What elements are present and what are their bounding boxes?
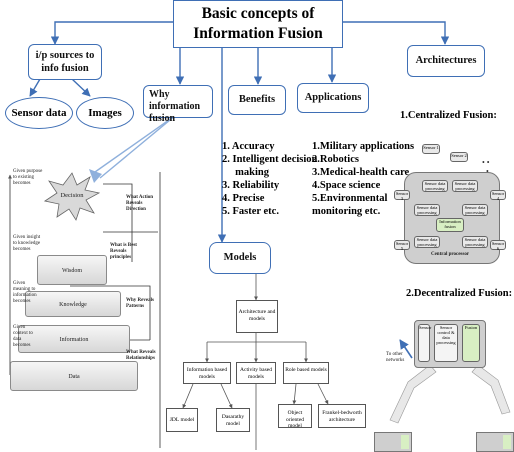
left-note: Given insight to knowledge becomes <box>13 235 41 252</box>
right-note: What is Best Reveals principles <box>110 243 137 260</box>
sensor-node: Sensor 4 <box>490 190 506 201</box>
benefits-box: Benefits <box>228 85 286 115</box>
decentral-processing: Sensor control & data processing <box>434 324 458 362</box>
applications-label: Applications <box>304 92 362 103</box>
sensor-node: Sensor 2 <box>450 152 468 162</box>
benefit-item: 1. Accuracy <box>222 141 275 152</box>
fusion-node: Information fusion <box>436 218 464 232</box>
layer-knowledge-label: Knowledge <box>59 302 87 308</box>
layer-information: Information <box>18 325 130 353</box>
applications-list: 1.Military applications 2.Robotics 3.Med… <box>312 140 414 218</box>
model-child: Activity based models <box>236 362 276 384</box>
sensor-data-label: Sensor data <box>11 107 67 119</box>
processing-node: Sensor data processing <box>414 204 440 216</box>
title-box: Basic concepts of Information Fusion <box>173 0 343 48</box>
application-item: 3.Medical-health care <box>312 167 410 178</box>
application-item: 5.Environmental <box>312 193 388 204</box>
centralized-diagram: Sensor 1 Sensor 2 Sensor 3 Sensor 4 Sens… <box>394 142 506 270</box>
model-leaf: JDL model <box>166 408 198 432</box>
model-leaf: Dasarathy model <box>216 408 250 432</box>
sensor-node: Sensor 1 <box>422 144 440 154</box>
other-networks-label: To other networks <box>386 352 405 363</box>
benefits-label: Benefits <box>238 94 276 105</box>
application-item: monitoring etc. <box>312 206 381 217</box>
layer-data-label: Data <box>68 374 80 380</box>
decentral-bottom-right <box>476 432 514 452</box>
centralized-heading: 1.Centralized Fusion: <box>400 110 497 121</box>
left-note: Given purpose to existing becomes <box>13 169 43 186</box>
processing-node: Sensor data processing <box>414 236 440 248</box>
layer-information-label: Information <box>59 337 89 343</box>
application-item: 2.Robotics <box>312 154 359 165</box>
processing-node: Sensor data processing <box>452 180 478 192</box>
left-note: Given meaning to information becomes <box>13 281 37 304</box>
why-fusion-label: Why information fusion <box>149 89 201 124</box>
model-child: Role based models <box>283 362 329 384</box>
architectures-label: Architectures <box>415 55 477 66</box>
model-root: Architecture and models <box>236 300 278 333</box>
images-oval: Images <box>76 97 134 129</box>
application-item: 4.Space science <box>312 180 381 191</box>
title-line-2: Information Fusion <box>193 25 323 42</box>
decentralized-heading: 2.Decentralized Fusion: <box>406 288 513 299</box>
right-note: What Action Reveals Direction <box>126 195 154 212</box>
decentral-bottom-left <box>374 432 412 452</box>
decision-burst-icon <box>44 172 100 221</box>
central-processor-label: Central processor <box>430 252 470 257</box>
architectures-box: Architectures <box>407 45 485 77</box>
left-note: Given context to data becomes <box>13 325 33 348</box>
ip-sources-label: i/p sources to info fusion <box>35 50 95 74</box>
benefits-list: 1. Accuracy 2. Intelligent decision maki… <box>222 140 317 218</box>
sensor-node: Sensor 5 <box>394 240 410 251</box>
images-label: Images <box>88 107 122 119</box>
benefit-item: 3. Reliability <box>222 180 280 191</box>
benefit-item: making <box>222 167 269 178</box>
benefit-item: 5. Faster etc. <box>222 206 279 217</box>
model-leaf: Object oriented model <box>278 404 312 429</box>
processing-node: Sensor data processing <box>462 204 488 216</box>
processing-node: Sensor data processing <box>462 236 488 248</box>
benefit-item: 2. Intelligent decision <box>222 154 318 165</box>
right-note: Why Reveals Patterns <box>126 298 154 309</box>
model-child: Information based models <box>183 362 231 384</box>
layer-wisdom: Wisdom <box>37 255 107 285</box>
layer-decision: Decision <box>60 192 84 199</box>
right-note: What Reveals Relationships <box>126 350 156 361</box>
decentral-fusion: Fusion <box>462 324 480 362</box>
sensor-node: Sensor 6 <box>490 240 506 251</box>
applications-box: Applications <box>297 83 369 113</box>
title-line-1: Basic concepts of <box>201 5 315 22</box>
sensor-node: Sensor 3 <box>394 190 410 201</box>
layer-data: Data <box>10 361 138 391</box>
decentral-sensor: Sensor <box>418 324 431 362</box>
ip-sources-box: i/p sources to info fusion <box>28 44 102 80</box>
models-label: Models <box>223 252 257 263</box>
processing-node: Sensor data processing <box>422 180 448 192</box>
why-fusion-box: Why information fusion <box>143 85 213 124</box>
dikw-pyramid: Decision Wisdom Knowledge Information Da… <box>0 165 162 450</box>
layer-wisdom-label: Wisdom <box>61 268 83 274</box>
application-item: 1.Military applications <box>312 141 415 152</box>
dots-decoration: • • • <box>482 158 490 176</box>
layer-knowledge: Knowledge <box>25 291 121 317</box>
benefit-item: 4. Precise <box>222 193 265 204</box>
sensor-data-oval: Sensor data <box>5 97 73 129</box>
models-box: Models <box>209 242 271 274</box>
model-leaf: Frankel-bedworth architecture <box>318 404 366 428</box>
